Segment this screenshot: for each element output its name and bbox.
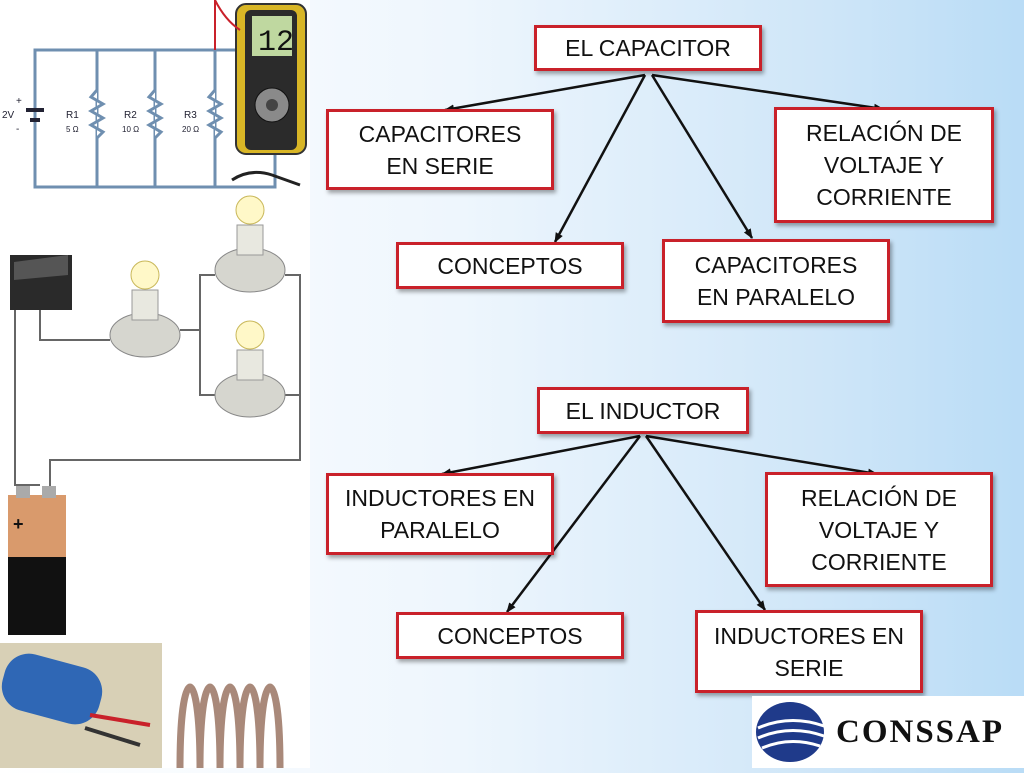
plus-sign-label: + xyxy=(16,96,22,107)
arrow-inductor-to-parallel xyxy=(441,434,641,477)
node-conceptos-inductor: CONCEPTOS xyxy=(396,612,624,659)
resistor-label-r3: R3 xyxy=(184,110,197,121)
multimeter-icon: 12 xyxy=(235,3,307,155)
logo-text: CONSSAP xyxy=(836,714,1005,750)
arrow-capacitor-to-series xyxy=(444,73,646,113)
node-capacitores-en-paralelo: CAPACITORES EN PARALELO xyxy=(662,239,890,323)
resistor-value-r1: 5 Ω xyxy=(66,125,79,134)
resistor-label-r2: R2 xyxy=(124,110,137,121)
node-el-inductor: EL INDUCTOR xyxy=(537,387,749,434)
capacitor-photo xyxy=(0,643,162,768)
resistor-label-r1: R1 xyxy=(66,110,79,121)
node-relacion-voltaje-corriente-capacitor: RELACIÓN DE VOLTAJE Y CORRIENTE xyxy=(774,107,994,223)
node-inductores-en-paralelo: INDUCTORES EN PARALELO xyxy=(326,473,554,555)
circuit-illustrations: 2V + - R1 5 Ω R2 10 Ω R3 20 Ω 12 xyxy=(0,0,310,768)
arrow-capacitor-to-concepts xyxy=(553,74,647,243)
logo-globe-icon xyxy=(756,702,825,762)
bulb-icon xyxy=(214,195,286,293)
resistor-value-r2: 10 Ω xyxy=(122,125,139,134)
arrow-inductor-to-series xyxy=(644,435,767,611)
switch-icon xyxy=(10,255,72,310)
battery-icon: + xyxy=(8,486,66,635)
node-capacitores-en-serie: CAPACITORES EN SERIE xyxy=(326,109,554,190)
node-inductores-en-serie: INDUCTORES EN SERIE xyxy=(695,610,923,693)
bulb-circuit-image: + xyxy=(8,195,301,635)
minus-sign-label: - xyxy=(16,124,19,135)
bulb-icon xyxy=(109,260,181,358)
battery-plus-sign: + xyxy=(13,514,24,534)
resistor-value-r3: 20 Ω xyxy=(182,125,199,134)
node-conceptos-capacitor: CONCEPTOS xyxy=(396,242,624,289)
resistor-circuit-image: 2V + - R1 5 Ω R2 10 Ω R3 20 Ω 12 xyxy=(0,0,310,195)
arrow-inductor-to-relation xyxy=(645,434,878,477)
arrow-capacitor-to-parallel xyxy=(650,74,754,239)
node-el-capacitor: EL CAPACITOR xyxy=(534,25,762,71)
left-image-panel: 2V + - R1 5 Ω R2 10 Ω R3 20 Ω 12 xyxy=(0,0,310,768)
bulb-icon xyxy=(214,320,286,418)
voltage-label: 2V xyxy=(2,110,15,121)
inductor-coil-photo xyxy=(162,643,310,768)
meter-reading: 12 xyxy=(258,26,294,60)
node-relacion-voltaje-corriente-inductor: RELACIÓN DE VOLTAJE Y CORRIENTE xyxy=(765,472,993,587)
arrow-capacitor-to-relation xyxy=(651,73,884,112)
conssap-logo: CONSSAP xyxy=(752,696,1024,768)
